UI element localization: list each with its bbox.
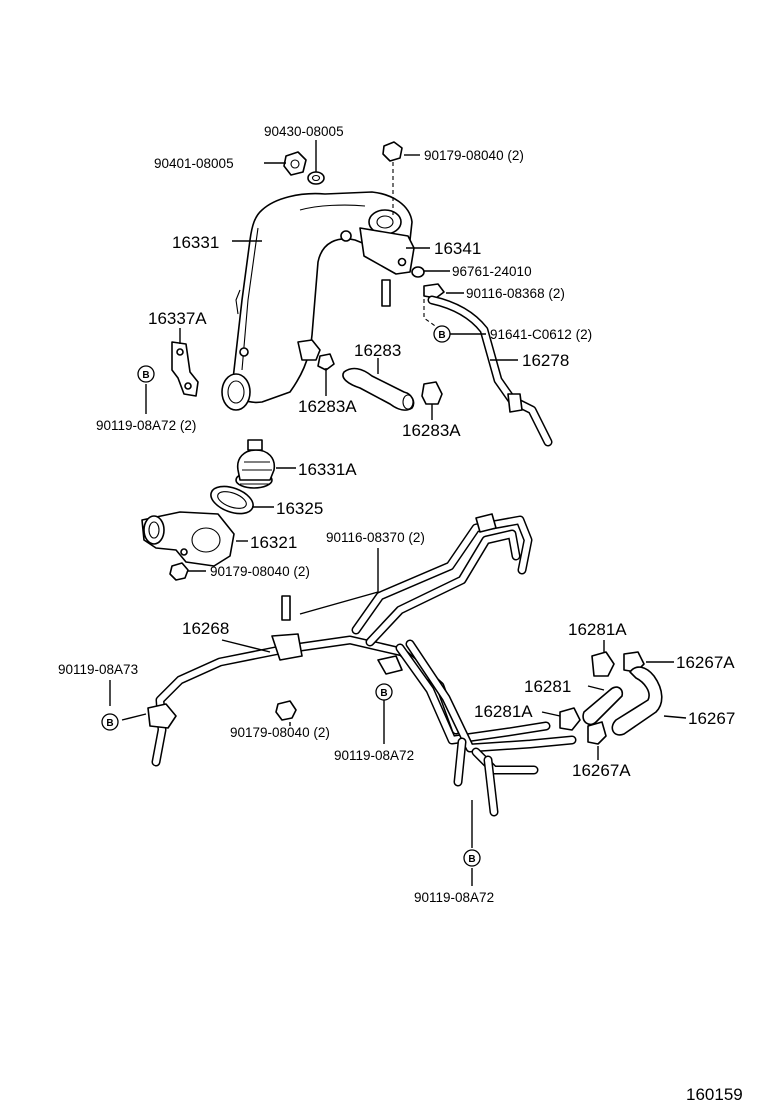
clamp-16283A-right [421, 381, 443, 405]
svg-text:B: B [142, 370, 149, 381]
label-16268: 16268 [182, 619, 229, 638]
label-90179-08040-top: 90179-08040 (2) [424, 148, 524, 163]
label-16331A: 16331A [298, 460, 357, 479]
stud-90116-08370 [281, 595, 291, 621]
stud-90116-08368 [381, 279, 445, 307]
label-90430-08005: 90430-08005 [264, 124, 344, 139]
thermostat-16331A [235, 439, 276, 489]
label-91641-C0612: 91641-C0612 (2) [490, 327, 592, 342]
label-90119-08A72-2: 90119-08A72 (2) [96, 418, 196, 433]
clamp-16267A-low [587, 721, 607, 745]
b-badge-2: B [433, 325, 451, 343]
hose-16283 [342, 367, 415, 411]
label-16281: 16281 [524, 677, 571, 696]
hose-16267 [611, 666, 663, 736]
gasket-16325 [210, 485, 254, 515]
b-badge-1: B [137, 365, 155, 383]
svg-text:B: B [438, 330, 445, 341]
clamp-16281A-top [591, 651, 615, 677]
label-96761-24010: 96761-24010 [452, 264, 532, 279]
bolt-90179-08040-top [382, 141, 403, 218]
svg-text:B: B [106, 718, 113, 729]
pipe-16268 [147, 633, 461, 767]
washer-90430-08005 [307, 171, 325, 185]
diagram-id: 160159 [686, 1085, 743, 1104]
label-90119-08A72-bottom: 90119-08A72 [414, 890, 494, 905]
part-labels: 90430-08005 90401-08005 90179-08040 (2) … [58, 124, 743, 1104]
clamp-16281A-mid [559, 707, 581, 731]
label-16267: 16267 [688, 709, 735, 728]
b-badge-5: B [463, 849, 481, 867]
label-16267A-low: 16267A [572, 761, 631, 780]
label-16321: 16321 [250, 533, 297, 552]
bolt-90179-08040-mid [169, 562, 189, 581]
label-16325: 16325 [276, 499, 323, 518]
nut-90401-08005 [283, 151, 307, 176]
svg-text:B: B [468, 854, 475, 865]
bracket-16337A [171, 341, 199, 397]
label-90401-08005: 90401-08005 [154, 156, 234, 171]
pipe-assembly-upper [351, 513, 533, 647]
label-16341: 16341 [434, 239, 481, 258]
label-16283A-right: 16283A [402, 421, 461, 440]
label-16281A-mid: 16281A [474, 702, 533, 721]
bracket-16341 [359, 227, 415, 275]
label-16283A-left: 16283A [298, 397, 357, 416]
label-16278: 16278 [522, 351, 569, 370]
label-90116-08370: 90116-08370 (2) [326, 530, 425, 545]
label-16281A-top: 16281A [568, 620, 627, 639]
label-16283: 16283 [354, 341, 401, 360]
b-badge-4: B [375, 683, 393, 701]
label-90119-08A73: 90119-08A73 [58, 662, 138, 677]
label-90179-08040-mid: 90179-08040 (2) [210, 564, 310, 579]
label-16331: 16331 [172, 233, 219, 252]
label-16337A: 16337A [148, 309, 207, 328]
clip-96761-24010 [411, 266, 425, 278]
pipe-assembly-lower [395, 639, 577, 817]
label-90179-08040-low: 90179-08040 (2) [230, 725, 330, 740]
b-badge-3: B [101, 713, 119, 731]
inlet-16321 [141, 511, 235, 567]
hose-16281 [582, 686, 624, 726]
leader-lines [109, 140, 687, 886]
clamp-16283A-left [297, 339, 335, 371]
label-90119-08A72-mid: 90119-08A72 [334, 748, 414, 763]
svg-text:B: B [380, 688, 387, 699]
label-16267A-top: 16267A [676, 653, 735, 672]
label-90116-08368: 90116-08368 (2) [466, 286, 565, 301]
bolt-90179-08040-low [275, 700, 297, 721]
pipe-16278 [423, 292, 553, 447]
